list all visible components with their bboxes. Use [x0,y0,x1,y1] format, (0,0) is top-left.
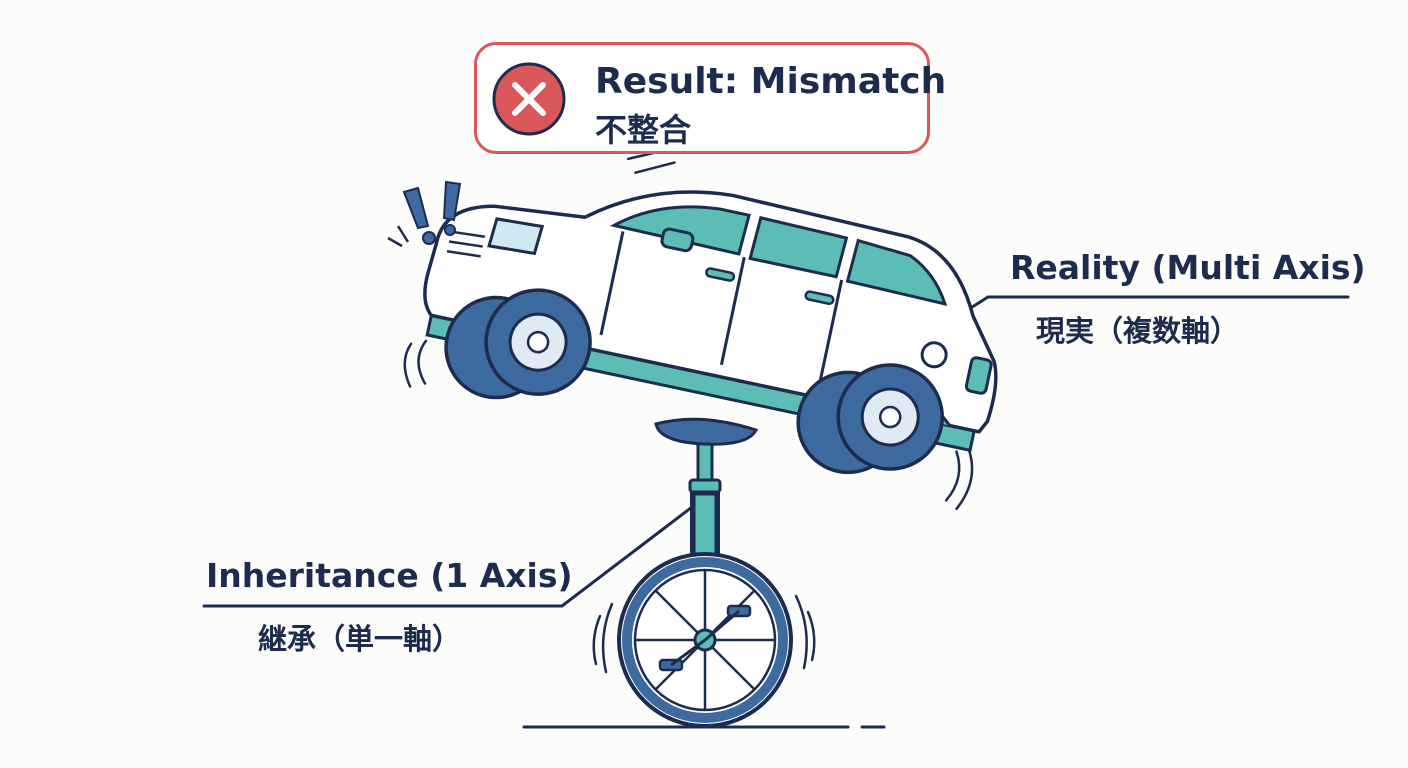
inheritance-label-ja: 継承（単一軸） [258,622,462,656]
x-circle-icon [492,62,566,136]
reality-label-ja: 現実（複数軸） [1036,314,1240,348]
result-badge: Result: Mismatch 不整合 [474,42,946,154]
inheritance-label-en: Inheritance (1 Axis) [206,556,573,595]
inheritance-leader-line [202,502,698,608]
car-illustration [403,150,998,511]
result-title-ja: 不整合 [595,111,692,149]
reality-label-en: Reality (Multi Axis) [1010,248,1366,287]
result-title-en: Result: Mismatch [595,61,947,102]
unicycle-illustration [592,417,816,728]
exclamation-icon [387,180,462,248]
